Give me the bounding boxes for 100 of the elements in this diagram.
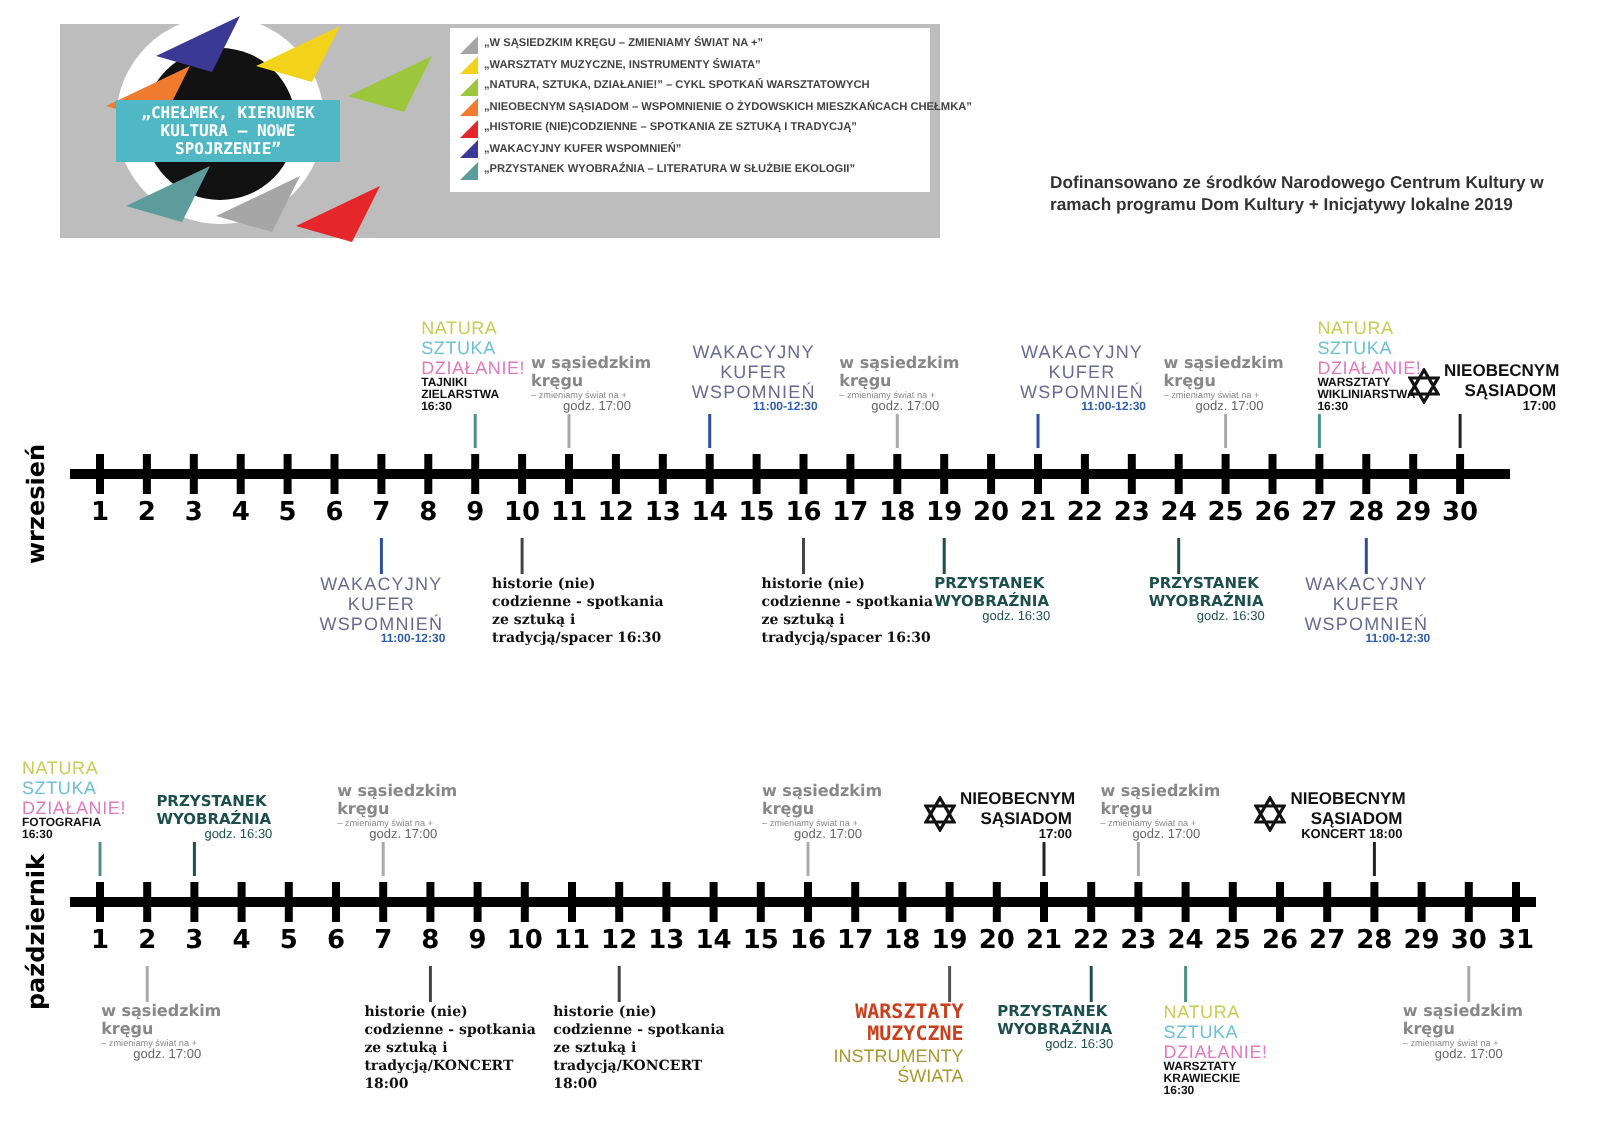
day-number: 21: [1023, 926, 1065, 956]
day-number: 14: [689, 498, 730, 528]
day-number: 31: [1495, 926, 1537, 956]
day-number: 14: [693, 926, 734, 956]
event-title: NIEOBECNYM SĄSIADOM: [960, 788, 1072, 828]
day-number: 29: [1401, 926, 1442, 956]
day-number: 24: [1158, 498, 1199, 528]
day-number: 12: [595, 498, 636, 528]
event-title: WARSZTATY MUZYCZNE: [853, 1002, 964, 1046]
day-number: 8: [417, 498, 440, 528]
day-number: 20: [971, 498, 1012, 528]
day-number: 20: [976, 926, 1017, 956]
event-title: w sąsiedzkim kręgu: [531, 354, 654, 390]
leader-line: [1036, 414, 1040, 448]
day-number: 7: [372, 926, 395, 956]
event-title: WAKACYJNY KUFER WSPOMNIEŃ: [1018, 342, 1144, 402]
event-title: w sąsiedzkim kręgu: [101, 1002, 224, 1038]
day-number: 4: [229, 498, 252, 528]
day-number: 27: [1299, 498, 1340, 528]
day-number: 10: [502, 498, 543, 528]
leader-line: [948, 966, 952, 1002]
event-title: NIEOBECNYM SĄSIADOM: [1444, 360, 1557, 400]
event-title: w sąsiedzkim kręgu: [839, 354, 962, 390]
day-number: 13: [642, 498, 683, 528]
day-number: 3: [183, 926, 206, 956]
month-label: październik: [22, 853, 51, 1011]
event-title: w sąsiedzkim kręgu: [1163, 354, 1286, 390]
event-title: NATURA SZTUKA DZIAŁANIE!: [1317, 318, 1418, 378]
day-number: 19: [929, 926, 970, 956]
day-number: 6: [323, 498, 346, 528]
day-number: 5: [276, 498, 299, 528]
day-number: 4: [230, 926, 253, 956]
month-label: wrzesień: [22, 443, 51, 565]
day-number: 27: [1307, 926, 1348, 956]
day-number: 12: [599, 926, 640, 956]
day-number: 25: [1205, 498, 1246, 528]
leader-line: [1136, 842, 1140, 876]
leader-line: [1364, 538, 1368, 574]
day-number: 9: [466, 926, 489, 956]
day-number: 3: [182, 498, 205, 528]
day-number: 11: [548, 498, 590, 528]
leader-line: [520, 538, 524, 574]
day-number: 10: [504, 926, 545, 956]
day-number: 26: [1252, 498, 1293, 528]
leader-line: [473, 414, 477, 448]
day-number: 22: [1071, 926, 1112, 956]
day-number: 15: [736, 498, 777, 528]
leader-line: [428, 966, 432, 1002]
day-number: 5: [277, 926, 300, 956]
day-number: 2: [136, 926, 159, 956]
event-title: NATURA SZTUKA DZIAŁANIE!: [22, 758, 122, 818]
day-number: 11: [551, 926, 593, 956]
leader-line: [617, 966, 621, 1002]
day-number: 23: [1118, 926, 1159, 956]
day-number: 28: [1354, 926, 1395, 956]
leader-line: [192, 842, 196, 876]
day-number: 1: [88, 498, 112, 528]
leader-line: [567, 414, 571, 448]
day-number: 18: [877, 498, 918, 528]
leader-line: [1177, 538, 1181, 574]
day-number: 30: [1440, 498, 1481, 528]
day-number: 29: [1393, 498, 1434, 528]
day-number: 28: [1346, 498, 1387, 528]
day-number: 15: [740, 926, 781, 956]
leader-line: [98, 842, 102, 876]
day-number: 25: [1212, 926, 1253, 956]
leader-line: [1042, 842, 1046, 876]
event-title: WAKACYJNY KUFER WSPOMNIEŃ: [1302, 574, 1429, 634]
event-title: WAKACYJNY KUFER WSPOMNIEŃ: [317, 574, 444, 634]
funding-note: Dofinansowano ze środków Narodowego Centrum Kultury w ramach programu Dom Kultury + Inicjatywy lokalne 2019: [1050, 172, 1546, 217]
day-number: 22: [1064, 498, 1105, 528]
event-title: w sąsiedzkim kręgu: [1402, 1002, 1525, 1038]
day-number: 30: [1448, 926, 1489, 956]
leader-line: [942, 538, 946, 574]
leader-line: [806, 842, 810, 876]
day-number: 9: [464, 498, 487, 528]
day-number: 21: [1017, 498, 1059, 528]
day-number: 17: [830, 498, 871, 528]
event-title: w sąsiedzkim kręgu: [762, 782, 885, 818]
day-number: 19: [924, 498, 965, 528]
leader-line: [379, 538, 383, 574]
day-number: 23: [1111, 498, 1152, 528]
leader-line: [1317, 414, 1321, 448]
event-title: w sąsiedzkim kręgu: [337, 782, 460, 818]
event-title: NATURA SZTUKA DZIAŁANIE!: [421, 318, 522, 378]
leader-line: [1184, 966, 1188, 1002]
banner-text: „CHEŁMEK, KIERUNEK KULTURA – NOWE SPOJRZENIE”: [116, 100, 340, 162]
day-number: 1: [88, 926, 112, 956]
event-title: NATURA SZTUKA DZIAŁANIE!: [1163, 1002, 1264, 1062]
event-title: WAKACYJNY KUFER WSPOMNIEŃ: [689, 342, 816, 402]
day-number: 16: [783, 498, 824, 528]
day-number: 13: [646, 926, 687, 956]
leader-line: [895, 414, 899, 448]
day-number: 18: [882, 926, 923, 956]
day-number: 2: [135, 498, 158, 528]
leader-line: [1467, 966, 1471, 1002]
day-number: 16: [787, 926, 829, 956]
leader-line: [1458, 414, 1462, 448]
leader-line: [802, 538, 805, 574]
day-number: 24: [1165, 926, 1206, 956]
